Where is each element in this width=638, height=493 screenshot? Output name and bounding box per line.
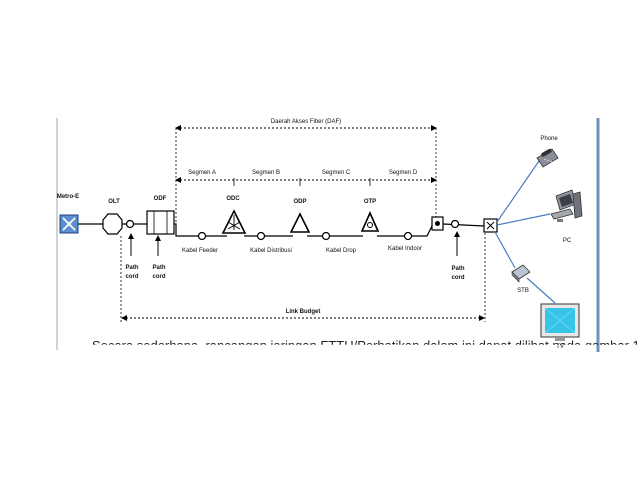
home-gateway-icon bbox=[483, 218, 498, 233]
path-cord-3-word1: Path bbox=[451, 266, 464, 272]
olt-label: OLT bbox=[108, 199, 120, 205]
connector-feeder bbox=[197, 231, 207, 241]
odc-label: ODC bbox=[226, 196, 240, 202]
kabel-indoor-label: Kabel Indoor bbox=[388, 246, 422, 252]
odc-icon bbox=[221, 209, 247, 234]
metro-e-icon bbox=[59, 214, 79, 234]
metro-e-label: Metro-E bbox=[57, 194, 79, 200]
phone-icon bbox=[536, 148, 559, 168]
daf-label: Daerah Akses Fiber (DAF) bbox=[271, 119, 341, 125]
kabel-drop-label: Kabel Drop bbox=[326, 248, 357, 254]
link-budget-label: Link Budget bbox=[286, 309, 321, 315]
fiber-ont-link bbox=[442, 223, 485, 227]
connector-drop bbox=[321, 231, 331, 241]
stb-label: STB bbox=[517, 288, 529, 294]
segment-a-label: Segmen A bbox=[188, 170, 216, 176]
segment-b-label: Segmen B bbox=[252, 170, 280, 176]
caption-cut-text: Secara sederhana, rancangan jaringan FTT… bbox=[92, 338, 638, 353]
odf-icon bbox=[146, 210, 175, 235]
connector-ont bbox=[450, 219, 460, 229]
path-cord-3-word2: cord bbox=[451, 275, 464, 281]
segment-c-label: Segmen C bbox=[322, 170, 351, 176]
ont-icon bbox=[431, 216, 444, 231]
odf-label: ODF bbox=[154, 196, 167, 202]
otp-icon bbox=[360, 211, 380, 232]
odp-icon bbox=[289, 212, 311, 233]
connector-distribusi bbox=[256, 231, 266, 241]
otp-label: OTP bbox=[364, 199, 376, 205]
kabel-feeder-label: Kabel Feeder bbox=[182, 248, 218, 254]
olt-icon bbox=[102, 213, 123, 235]
path-cord-1-word2: cord bbox=[125, 274, 138, 280]
tv-label: TV bbox=[556, 344, 564, 350]
segment-d-label: Segmen D bbox=[389, 170, 418, 176]
phone-label: Phone bbox=[540, 136, 558, 142]
pc-icon bbox=[550, 189, 583, 222]
pc-label: PC bbox=[563, 238, 572, 244]
link-to-stb bbox=[494, 231, 516, 269]
odp-label: ODP bbox=[293, 199, 306, 205]
stb-icon bbox=[511, 264, 531, 283]
tv-icon bbox=[540, 303, 580, 341]
link-to-phone bbox=[496, 160, 540, 223]
connector-indoor bbox=[403, 231, 413, 241]
path-cord-2-word2: cord bbox=[152, 274, 165, 280]
path-cord-1-word1: Path bbox=[125, 265, 138, 271]
connector-olt-out bbox=[125, 219, 135, 229]
link-to-pc bbox=[496, 213, 551, 226]
link-stb-to-tv bbox=[526, 277, 556, 304]
kabel-distribusi-label: Kabel Distribusi bbox=[250, 248, 292, 254]
path-cord-2-word1: Path bbox=[152, 265, 165, 271]
